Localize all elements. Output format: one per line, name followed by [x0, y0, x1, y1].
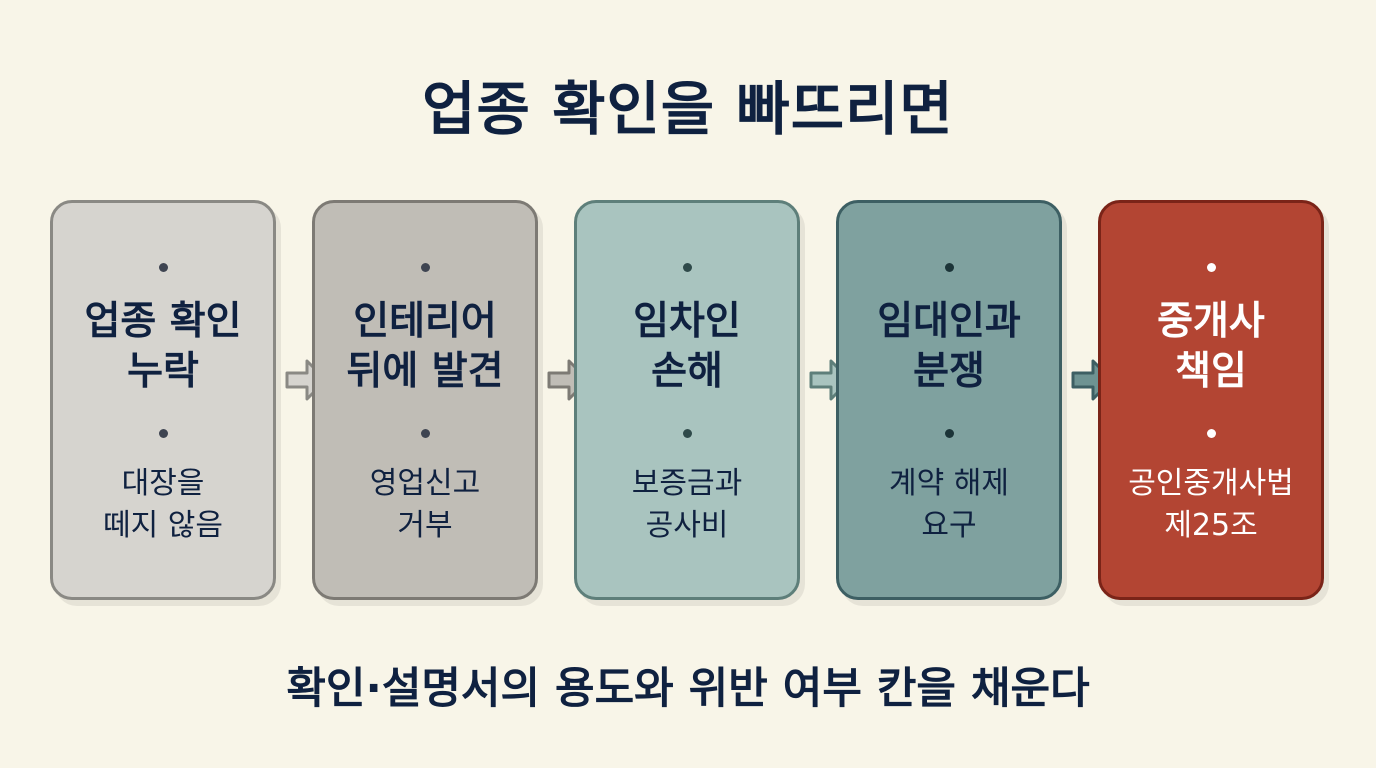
step-detail: 보증금과 공사비: [581, 463, 793, 547]
step-heading-line-1: 중개사: [1157, 299, 1265, 344]
step-heading-line-1: 임대인과: [877, 299, 1021, 344]
step-detail-line-2: 떼지 않음: [103, 508, 223, 543]
step-detail: 대장을 떼지 않음: [57, 463, 269, 547]
step-box-4: 임대인과 분쟁 계약 해제 요구: [836, 200, 1062, 600]
step-heading-line-2: 손해: [651, 349, 723, 394]
diagram-title: 업종 확인을 빠뜨리면: [422, 75, 954, 143]
step-box-2: 인테리어 뒤에 발견 영업신고 거부: [312, 200, 538, 600]
step-detail: 공인중개사법 제25조: [1105, 463, 1317, 547]
bullet-dot: [682, 429, 692, 438]
bullet-dot: [158, 429, 168, 438]
step-box-3: 임차인 손해 보증금과 공사비: [574, 200, 800, 600]
step-heading: 임차인 손해: [581, 297, 793, 397]
step-heading: 인테리어 뒤에 발견: [319, 297, 531, 397]
step-detail: 계약 해제 요구: [843, 463, 1055, 547]
footer-caption: 확인·설명서의 용도와 위반 여부 칸을 채운다: [286, 664, 1090, 714]
step-detail-line-2: 제25조: [1164, 508, 1258, 543]
step-box-5: 중개사 책임 공인중개사법 제25조: [1098, 200, 1324, 600]
step-heading: 중개사 책임: [1105, 297, 1317, 397]
step-heading-line-1: 인테리어: [353, 299, 497, 344]
step-heading-line-2: 뒤에 발견: [346, 349, 504, 394]
step-heading-line-2: 분쟁: [913, 349, 985, 394]
bullet-dot: [682, 263, 692, 272]
bullet-dot: [1206, 263, 1216, 272]
bullet-dot: [1206, 429, 1216, 438]
bullet-dot: [944, 429, 954, 438]
bullet-dot: [420, 263, 430, 272]
bullet-dot: [158, 263, 168, 272]
step-heading: 임대인과 분쟁: [843, 297, 1055, 397]
step-detail-line-1: 영업신고: [369, 466, 481, 501]
step-detail-line-1: 대장을: [121, 466, 205, 501]
bullet-dot: [420, 429, 430, 438]
step-detail-line-1: 계약 해제: [889, 466, 1009, 501]
step-heading-line-2: 누락: [127, 349, 199, 394]
bullet-dot: [944, 263, 954, 272]
step-detail: 영업신고 거부: [319, 463, 531, 547]
step-detail-line-2: 요구: [921, 508, 977, 543]
step-box-1: 업종 확인 누락 대장을 떼지 않음: [50, 200, 276, 600]
step-heading-line-1: 임차인: [633, 299, 741, 344]
step-detail-line-2: 거부: [397, 508, 453, 543]
step-heading-line-2: 책임: [1175, 349, 1247, 394]
step-detail-line-2: 공사비: [645, 508, 729, 543]
step-detail-line-1: 공인중개사법: [1128, 466, 1294, 501]
step-heading: 업종 확인 누락: [57, 297, 269, 397]
step-detail-line-1: 보증금과: [631, 466, 743, 501]
step-heading-line-1: 업종 확인: [84, 299, 242, 344]
